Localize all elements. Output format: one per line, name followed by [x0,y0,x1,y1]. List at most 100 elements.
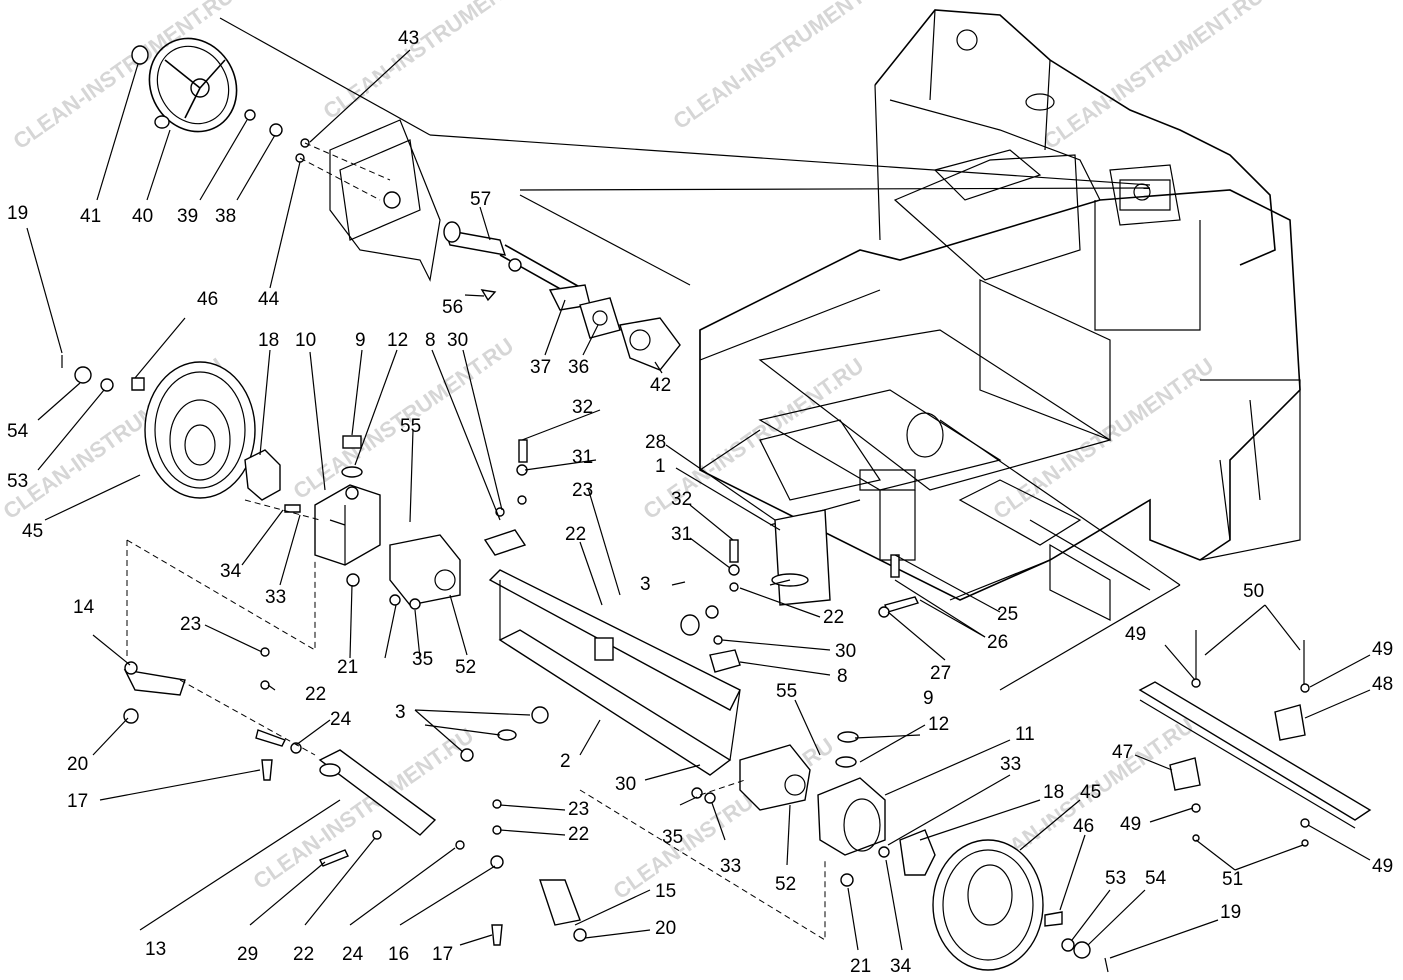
callout: 57 [470,189,491,210]
callout: 46 [1073,816,1094,837]
rear-crossbar [1138,630,1372,847]
callout: 47 [1112,742,1133,763]
left-gearbox [284,435,381,587]
callout: 32 [671,489,692,510]
callout: 14 [73,597,95,618]
callout: 17 [67,791,88,812]
callout: 34 [890,956,912,977]
callout: 23 [568,799,589,820]
callout: 55 [776,681,797,702]
steering-wheel [131,37,283,137]
callout: 44 [258,289,280,310]
steering-shaft [443,221,681,371]
callout: 49 [1372,856,1393,877]
callout: 51 [1222,869,1243,890]
callout: 53 [7,471,28,492]
left-motor [389,534,461,610]
callout: 22 [823,607,844,628]
axle-beam [460,507,741,776]
callout: 18 [1043,782,1064,803]
callout: 35 [412,649,433,670]
callout: 18 [258,330,279,351]
callout: 17 [432,944,453,965]
assembly-dashes [126,499,826,941]
callout: 45 [1080,782,1101,803]
callout: 19 [7,203,28,224]
callout: 40 [132,206,153,227]
callout: 29 [237,944,258,965]
callout: 49 [1120,814,1141,835]
callout: 20 [67,754,88,775]
callout: 54 [7,421,29,442]
callout: 24 [342,944,364,965]
callout: 28 [645,432,666,453]
callout: 52 [455,657,476,678]
callout: 43 [398,28,419,49]
callout-labels: 43 41 40 39 38 44 57 56 37 36 42 19 46 5… [7,28,1393,977]
callout: 8 [837,666,848,687]
callout: 3 [640,574,651,595]
callout: 46 [197,289,218,310]
callout: 21 [337,657,358,678]
callout: 24 [330,709,352,730]
callout: 38 [215,206,236,227]
watermark-text: CLEAN-INSTRUMENT.RU [989,353,1219,524]
callout: 3 [395,702,406,723]
right-drive [691,731,1109,973]
callout: 34 [220,561,242,582]
left-wheel [61,355,281,501]
callout: 33 [265,587,286,608]
callout: 1 [655,456,666,477]
callout: 49 [1125,624,1146,645]
callout: 30 [447,330,468,351]
steering-linkage [123,647,587,946]
support-plate [516,439,919,618]
callout: 10 [295,330,316,351]
callout: 11 [1015,724,1035,745]
callout: 2 [560,751,571,772]
callout: 27 [930,663,951,684]
callout: 12 [387,330,408,351]
callout: 50 [1243,581,1264,602]
callout: 31 [572,447,593,468]
reference-lines [219,17,1181,691]
callout: 22 [568,824,589,845]
callout: 26 [987,632,1008,653]
callout: 35 [662,827,683,848]
callout: 32 [572,397,593,418]
callout: 41 [80,206,101,227]
callout: 52 [775,874,796,895]
callout: 16 [388,944,409,965]
callout: 23 [180,614,201,635]
callout: 48 [1372,674,1393,695]
watermark-text: CLEAN-INSTRUMENT.RU [249,723,479,894]
callout: 53 [1105,868,1126,889]
callout: 12 [928,714,949,735]
callout: 36 [568,357,589,378]
watermark-text: CLEAN-INSTRUMENT.RU [669,0,899,134]
callout: 25 [997,604,1018,625]
callout: 49 [1372,639,1393,660]
callout: 30 [835,641,856,662]
callout: 45 [22,521,43,542]
callout: 8 [425,330,436,351]
callout: 30 [615,774,636,795]
callout: 20 [655,918,676,939]
callout: 9 [923,688,934,709]
callout: 22 [293,944,314,965]
watermark-text: CLEAN-INSTRUMENT.RU [319,0,549,124]
leader-lines [26,49,1371,959]
main-frame [699,9,1301,621]
callout: 39 [177,206,198,227]
steering-support [295,119,441,282]
callout: 54 [1145,868,1167,889]
callout: 33 [720,856,741,877]
callout: 37 [530,357,551,378]
callout: 42 [650,375,671,396]
callout: 22 [565,524,586,545]
callout: 22 [305,684,326,705]
callout: 23 [572,480,593,501]
callout: 55 [400,416,421,437]
